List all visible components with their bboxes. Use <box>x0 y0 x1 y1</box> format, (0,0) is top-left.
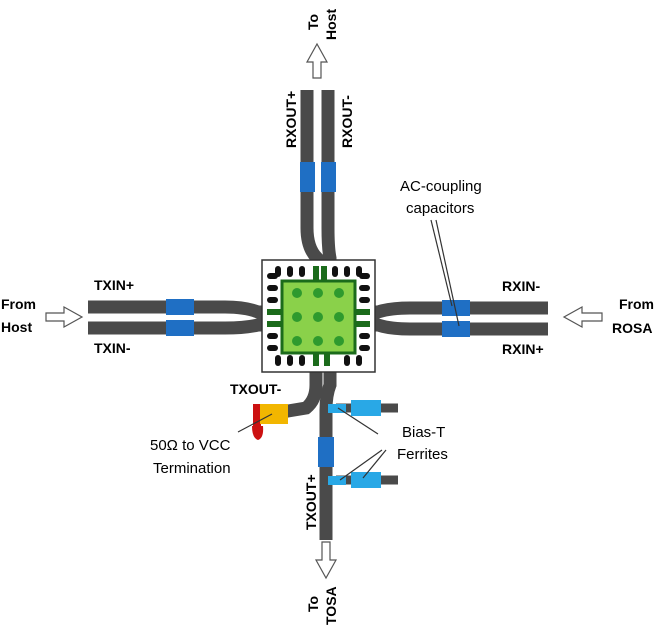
ac-coupling-line1: AC-coupling <box>400 178 482 195</box>
bias-t-line1: Bias-T <box>402 424 445 441</box>
txout-minus-label: TXOUT- <box>230 381 282 397</box>
txout-plus-label: TXOUT+ <box>303 474 319 530</box>
ic-chip <box>261 259 376 373</box>
rxin-minus-label: RXIN- <box>502 278 540 294</box>
rxout-minus-label: RXOUT- <box>339 95 355 148</box>
to-tosa-line2: TOSA <box>323 586 339 625</box>
from-host-line2: Host <box>1 319 32 335</box>
rxin-traces <box>370 301 548 336</box>
bias-t-line2: Ferrites <box>397 446 448 463</box>
rxin-plus-label: RXIN+ <box>502 341 544 357</box>
txin-traces <box>88 300 268 335</box>
from-host-line1: From <box>1 296 36 312</box>
termination-line2: Termination <box>153 460 231 477</box>
txin-minus-label: TXIN- <box>94 340 131 356</box>
ac-coupling-line2: capacitors <box>406 200 474 217</box>
bias-t-ferrites <box>328 400 381 488</box>
txout-traces <box>280 370 398 540</box>
from-host-arrow <box>45 305 84 329</box>
from-rosa-line2: ROSA <box>612 320 652 336</box>
termination-resistor <box>252 404 288 440</box>
termination-line1: 50Ω to VCC <box>150 437 231 454</box>
to-host-arrow <box>305 42 329 79</box>
callout-lines <box>237 219 460 481</box>
rxin-capacitors <box>442 300 470 337</box>
txin-plus-label: TXIN+ <box>94 277 134 293</box>
rxout-capacitors <box>300 162 336 192</box>
from-rosa-line1: From <box>619 296 654 312</box>
to-tosa-line1: To <box>305 596 321 612</box>
txout-capacitor <box>318 437 334 467</box>
to-tosa-arrow <box>314 541 338 580</box>
rxout-plus-label: RXOUT+ <box>283 91 299 148</box>
to-host-top-line2: Host <box>323 9 339 40</box>
rxout-traces <box>300 90 337 268</box>
from-rosa-arrow <box>562 305 603 329</box>
to-host-top-line1: To <box>305 14 321 30</box>
txin-capacitors <box>166 299 194 336</box>
